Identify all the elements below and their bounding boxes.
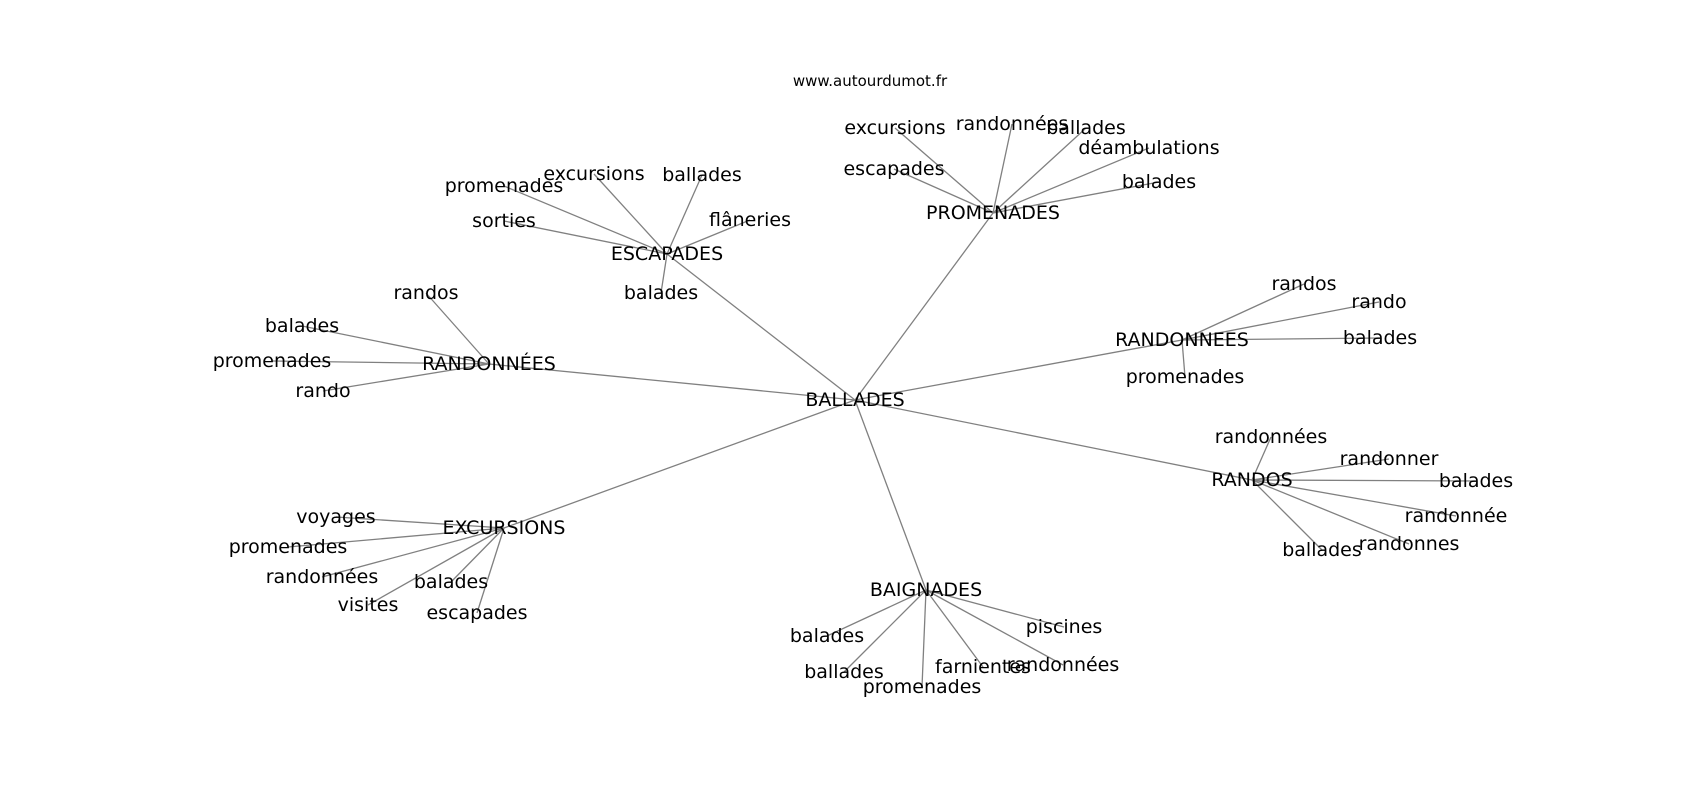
source-url: www.autourdumot.fr xyxy=(792,72,948,90)
word-label: balades xyxy=(790,625,864,647)
edge-center-to-baignades xyxy=(854,399,927,591)
cluster-node-label: BAIGNADES xyxy=(870,579,982,601)
word-label: randonnées xyxy=(266,566,379,588)
word-label: randonnées xyxy=(1007,654,1120,676)
center-node-label: BALLADES xyxy=(805,389,904,411)
word-label: ballades xyxy=(662,164,742,186)
edge-randos-word xyxy=(1251,458,1390,481)
word-label: balades xyxy=(414,571,488,593)
word-label: balades xyxy=(1439,470,1513,492)
edge-excursions-word xyxy=(287,527,505,548)
edge-center-to-randos xyxy=(854,399,1253,481)
word-label: ballades xyxy=(1282,539,1362,561)
edge-excursions-word xyxy=(321,527,505,578)
cluster-node-label: RANDONNÉES xyxy=(422,352,556,375)
edge-promenades-word xyxy=(894,127,994,214)
edge-escapades-word xyxy=(666,219,751,255)
graph-edges xyxy=(271,123,1477,688)
edge-randos-word xyxy=(1251,479,1477,482)
edge-promenades-word xyxy=(992,181,1160,214)
word-label: sorties xyxy=(472,210,536,232)
word-label: randonnée xyxy=(1405,505,1508,527)
edge-center-to-escapades xyxy=(666,253,856,401)
edge-excursions-word xyxy=(476,527,505,614)
edge-escapades-word xyxy=(666,174,703,255)
edge-baignades-word xyxy=(826,589,927,637)
edge-center-to-promenades xyxy=(854,212,994,401)
word-label: promenades xyxy=(1126,366,1245,388)
edge-center-to-randonnées xyxy=(488,363,856,401)
word-label: balades xyxy=(624,282,698,304)
word-label: randos xyxy=(393,282,458,304)
cluster-node-label: ESCAPADES xyxy=(611,243,723,265)
edge-randonnees-word xyxy=(1181,283,1305,341)
edge-randos-word xyxy=(1251,479,1323,551)
word-label: déambulations xyxy=(1078,137,1219,159)
word-label: rando xyxy=(295,380,350,402)
edge-promenades-word xyxy=(992,147,1150,214)
edge-escapades-word xyxy=(503,220,668,255)
edge-promenades-word xyxy=(893,168,994,214)
word-label: ballades xyxy=(1046,117,1126,139)
word-label: escapades xyxy=(426,602,527,624)
cluster-node-label: RANDONNEES xyxy=(1115,329,1249,351)
cluster-node-label: EXCURSIONS xyxy=(443,517,566,539)
edge-center-to-randonnees xyxy=(854,339,1183,401)
word-label: balades xyxy=(1343,327,1417,349)
edge-baignades-word xyxy=(921,589,927,688)
word-label: randonnées xyxy=(1215,426,1328,448)
word-label: ballades xyxy=(804,661,884,683)
word-label: rando xyxy=(1351,291,1406,313)
word-label: visites xyxy=(338,594,399,616)
edge-center-to-excursions xyxy=(503,399,856,529)
word-label: balades xyxy=(1122,171,1196,193)
word-label: randonner xyxy=(1340,448,1439,470)
edge-escapades-word xyxy=(660,253,668,294)
cluster-node-label: PROMENADES xyxy=(926,202,1060,224)
word-label: promenades xyxy=(863,676,982,698)
word-label: promenades xyxy=(213,350,332,372)
edge-escapades-word xyxy=(503,185,668,255)
word-label: piscines xyxy=(1026,616,1103,638)
edge-randonnees-word xyxy=(1181,337,1381,341)
word-label: balades xyxy=(265,315,339,337)
edge-randonnées-word xyxy=(271,360,490,365)
cluster-node-label: RANDOS xyxy=(1211,469,1292,491)
word-label: promenades xyxy=(229,536,348,558)
edge-baignades-word xyxy=(925,589,1065,628)
edge-randos-word xyxy=(1251,436,1272,481)
edge-baignades-word xyxy=(843,589,927,673)
edge-promenades-word xyxy=(992,127,1087,214)
word-label: escapades xyxy=(843,158,944,180)
edge-promenades-word xyxy=(992,123,1013,214)
edge-randonnées-word xyxy=(322,363,490,392)
word-label: voyages xyxy=(296,506,375,528)
edge-excursions-word xyxy=(450,527,505,583)
word-label: promenades xyxy=(445,175,564,197)
word-label: excursions xyxy=(543,163,644,185)
word-label: randonnées xyxy=(956,113,1069,135)
edge-randos-word xyxy=(1251,479,1457,517)
word-label: randonnes xyxy=(1359,533,1460,555)
edge-excursions-word xyxy=(335,516,505,529)
edge-excursions-word xyxy=(367,527,505,606)
edge-baignades-word xyxy=(925,589,984,668)
edge-escapades-word xyxy=(593,173,668,255)
edge-randos-word xyxy=(1251,479,1410,545)
word-label: flâneries xyxy=(709,209,791,231)
word-label: excursions xyxy=(844,117,945,139)
word-label: randos xyxy=(1271,273,1336,295)
edge-randonnees-word xyxy=(1181,339,1186,378)
edge-baignades-word xyxy=(925,589,1064,666)
edge-randonnées-word xyxy=(425,292,490,365)
edge-randonnees-word xyxy=(1181,301,1380,341)
edge-randonnées-word xyxy=(301,325,490,365)
word-label: farnientes xyxy=(935,656,1031,678)
